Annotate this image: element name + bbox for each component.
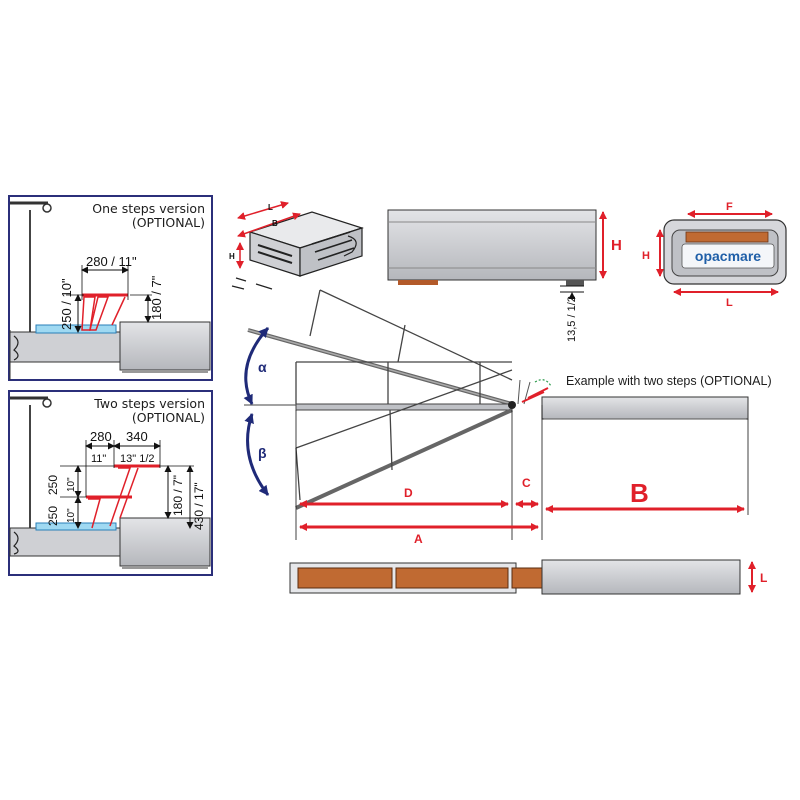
one-step-dim-height-left: 250 / 10"	[59, 278, 74, 330]
one-step-dim-height-right: 180 / 7"	[149, 275, 164, 320]
one-step-title-line2: (OPTIONAL)	[131, 215, 205, 230]
box-iso-label-b: B	[272, 219, 278, 228]
plan-view-label-l: L	[760, 571, 767, 585]
box-iso-label-h: H	[229, 252, 235, 261]
angle-alpha: α	[258, 359, 267, 375]
end-view-label-f: F	[726, 201, 733, 213]
two-steps-title: Two steps version (OPTIONAL)	[94, 397, 205, 425]
two-steps-dim-w2-in: 13" 1/2	[120, 453, 155, 465]
two-steps-dim-h-upper: 250	[46, 475, 60, 495]
angle-beta: β	[258, 445, 267, 461]
two-steps-dim-h-mid: 180 / 7"	[171, 475, 185, 516]
dim-label-d: D	[404, 486, 413, 500]
one-step-title-line1: One steps version	[92, 201, 205, 216]
end-view-label-l: L	[726, 297, 733, 309]
side-view-clearance: 13,5 / 1/2	[566, 296, 578, 342]
two-steps-dim-h-total: 430 / 17"	[192, 482, 206, 530]
box-isometric-view: L B H	[229, 201, 364, 290]
two-steps-dim-h-lower: 250	[46, 506, 60, 526]
two-steps-dim-w2: 340	[126, 429, 148, 444]
one-step-drawing: 280 / 11" 250 / 10" 180 / 7"	[9, 201, 211, 380]
dim-label-c: C	[522, 476, 531, 490]
gangway-elevation: α β D C A B Example with two steps (OPTI…	[243, 289, 772, 546]
two-steps-dim-w1-in: 11"	[91, 453, 106, 465]
two-steps-title-line2: (OPTIONAL)	[131, 410, 205, 425]
side-view-label-h: H	[611, 237, 622, 254]
plan-view: L	[289, 559, 767, 595]
end-view-label-h: H	[642, 250, 650, 262]
two-steps-drawing: 280 340 11" 13" 1/2 250 10" 250 10" 180 …	[9, 396, 211, 569]
one-step-title: One steps version (OPTIONAL)	[92, 202, 205, 230]
dim-label-a: A	[414, 532, 423, 546]
side-view: H 13,5 / 1/2	[387, 209, 622, 342]
one-step-dim-width: 280 / 11"	[86, 254, 137, 269]
end-view: opacmare F H L	[642, 201, 787, 309]
two-steps-title-line1: Two steps version	[94, 396, 205, 411]
example-note: Example with two steps (OPTIONAL)	[566, 374, 772, 388]
box-iso-label-l: L	[268, 203, 273, 212]
end-view-brand: opacmare	[695, 248, 761, 264]
two-steps-dim-w1: 280	[90, 429, 112, 444]
two-steps-dim-h-upper-in: 10"	[66, 477, 77, 492]
dim-label-b: B	[630, 478, 649, 508]
two-steps-dim-h-lower-in: 10"	[66, 508, 77, 523]
